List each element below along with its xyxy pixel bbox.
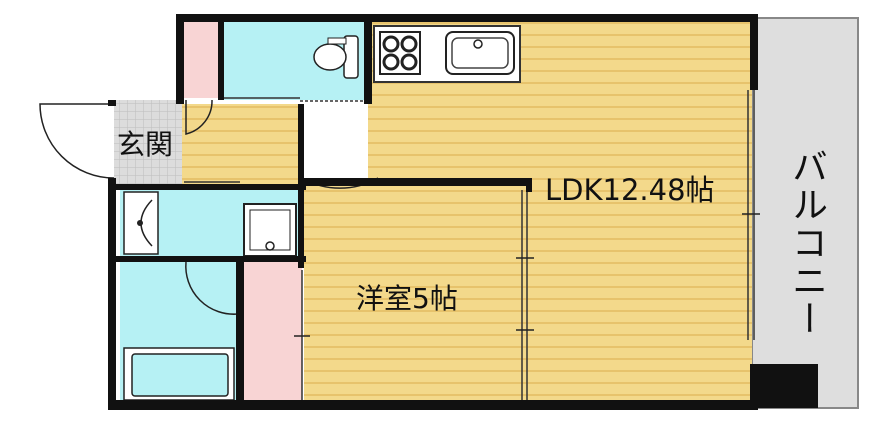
balcony-area [751, 17, 859, 409]
closet [244, 262, 302, 404]
window-ticks [294, 213, 760, 337]
balcony-label: バルコニー [786, 148, 827, 338]
walls [108, 14, 818, 410]
bathtub-icon [123, 347, 235, 401]
western-room-label: 洋室5帖 [356, 282, 458, 315]
western-room-floor [304, 186, 526, 404]
toilet-icon [313, 35, 359, 79]
washbasin-icon [123, 191, 159, 255]
sink-icon [445, 31, 515, 75]
stove-icon [379, 31, 421, 75]
hallway-floor [180, 104, 304, 184]
ldk-label: LDK12.48帖 [545, 173, 715, 207]
washer-pan-icon [243, 203, 297, 257]
entrance-label: 玄関 [117, 128, 174, 161]
entrance-floor [114, 100, 182, 184]
shoe-closet [184, 22, 220, 98]
